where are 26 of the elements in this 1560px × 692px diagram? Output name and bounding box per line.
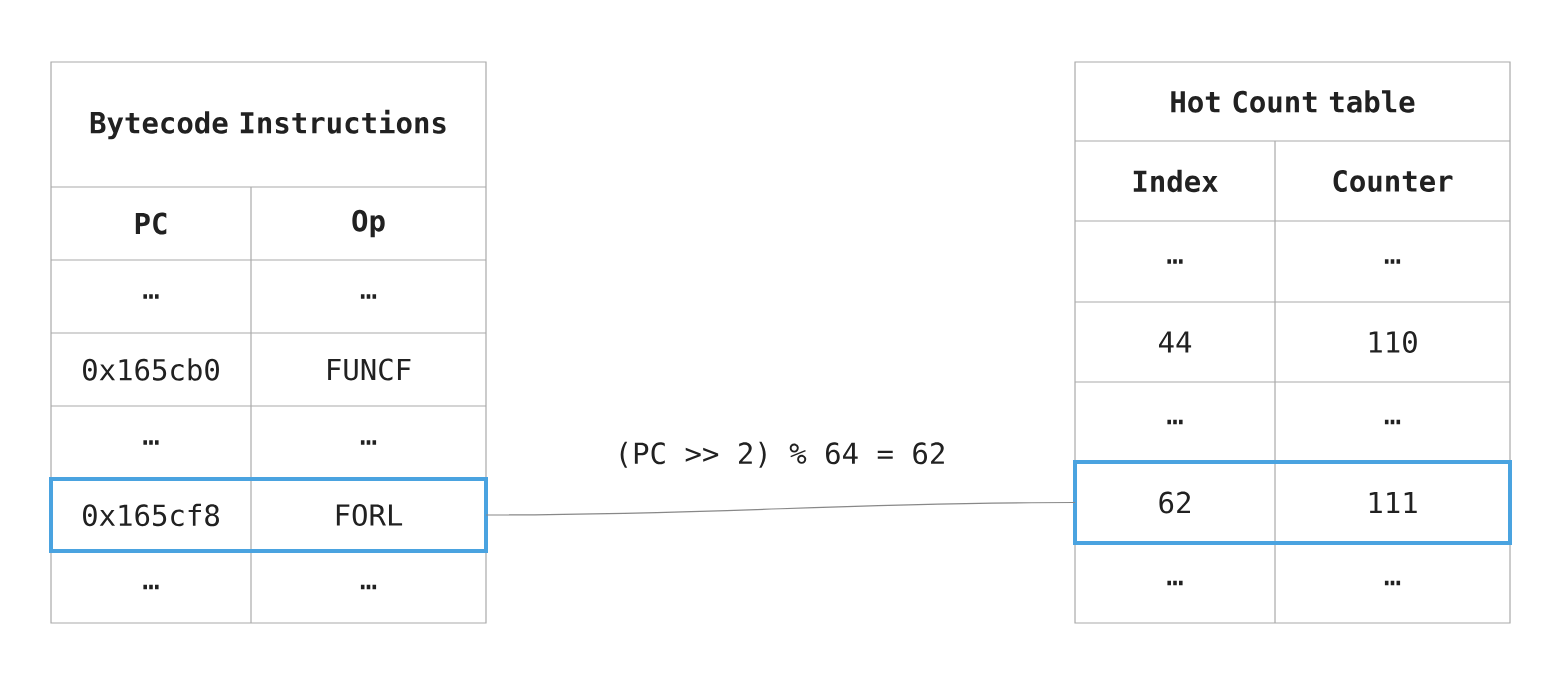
table-cell: …: [1384, 419, 1401, 425]
table-cell: …: [143, 294, 159, 299]
table-title: Hot Count table: [1171, 90, 1415, 113]
connector-line: [485, 501, 1076, 516]
table-cell: …: [1384, 259, 1401, 264]
table-cell: Counter: [1333, 170, 1453, 192]
table-cell: …: [360, 584, 377, 590]
edge-label: (PC >> 2) % 64 = 62: [610, 437, 951, 472]
table-cell: …: [360, 440, 377, 445]
table-cell: FUNCF: [328, 358, 411, 381]
table-cell: PC: [135, 212, 167, 235]
highlighted-row: 0x165cf8 FORL: [49, 477, 488, 553]
table-cell: …: [143, 440, 159, 445]
table-cell: Index: [1133, 169, 1218, 193]
table-cell: 0x165cb0: [83, 358, 219, 381]
table-cell: …: [1167, 259, 1183, 264]
table-cell: Op: [352, 209, 385, 238]
highlighted-row: 62 111: [1073, 460, 1512, 545]
table-cell: 44: [1159, 331, 1192, 353]
table-cell: …: [360, 294, 377, 299]
table-title: Bytecode Instructions: [90, 109, 446, 140]
table-cell: …: [1167, 419, 1183, 425]
table-cell: 110: [1369, 331, 1417, 353]
table-cell: …: [1384, 580, 1401, 586]
table-cell: …: [143, 584, 159, 590]
table-cell: …: [1167, 580, 1183, 586]
